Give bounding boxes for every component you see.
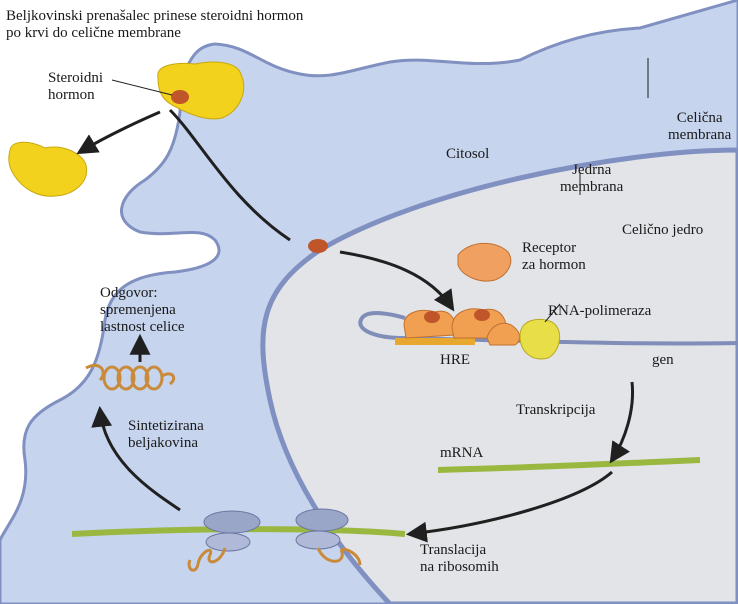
label-cytosol: Citosol — [446, 146, 489, 163]
label-steroid-hormone: Steroidni hormon — [48, 70, 103, 104]
arrow-release — [80, 112, 160, 152]
label-gene: gen — [652, 352, 674, 369]
label-rna-polymerase: RNA-polimeraza — [548, 303, 651, 320]
label-translation: Translacija na ribosomih — [420, 542, 499, 576]
label-transcription: Transkripcija — [516, 402, 595, 419]
label-synthesized-protein: Sintetizirana beljakovina — [128, 418, 204, 452]
label-carrier: Beljkovinski prenašalec prinese steroidn… — [6, 8, 303, 42]
steroid-hormone — [171, 90, 189, 104]
label-nucleus: Celično jedro — [622, 222, 703, 239]
label-response: Odgovor: spremenjena lastnost celice — [100, 285, 185, 336]
label-nuclear-membrane: Jedrna membrana — [560, 162, 623, 196]
label-receptor: Receptor za hormon — [522, 240, 586, 274]
label-mrna: mRNA — [440, 445, 483, 462]
hre-segment — [395, 338, 475, 345]
rna-polymerase — [520, 319, 560, 359]
hormone-in-cytosol — [308, 239, 328, 253]
empty-carrier-protein — [9, 142, 87, 196]
label-cell-membrane: Celična membrana — [668, 110, 731, 144]
label-hre: HRE — [440, 352, 470, 369]
